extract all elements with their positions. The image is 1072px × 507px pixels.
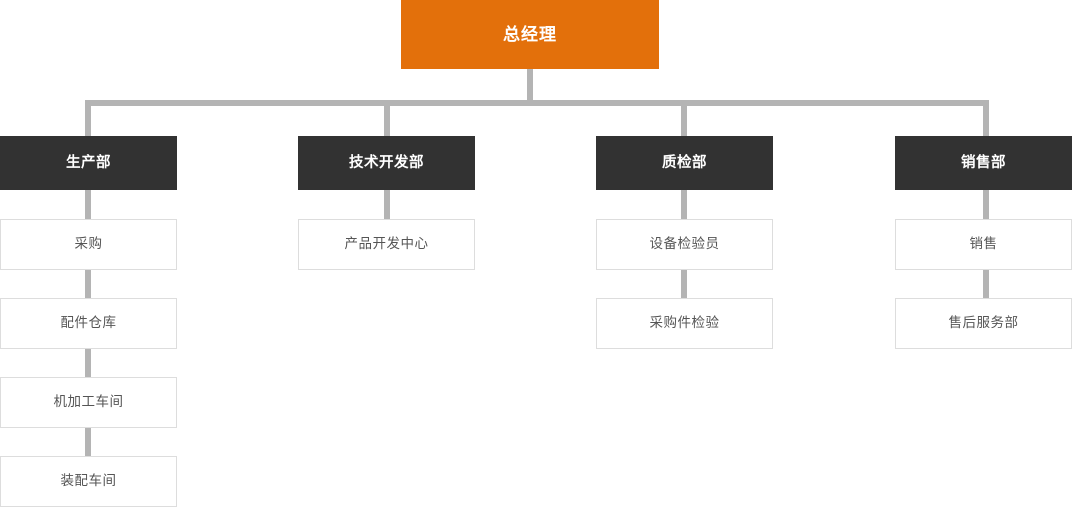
node-root-general-manager[interactable]: 总经理 xyxy=(401,0,659,69)
node-sub-purchased-parts-inspection[interactable]: 采购件检验 xyxy=(596,298,773,349)
node-sub-parts-warehouse-label: 配件仓库 xyxy=(60,315,117,331)
connector-col1-link-0 xyxy=(384,190,390,219)
connector-drop-col-2 xyxy=(681,100,687,138)
node-sub-equipment-inspector[interactable]: 设备检验员 xyxy=(596,219,773,270)
node-dept-quality-inspection-label: 质检部 xyxy=(662,154,707,171)
node-sub-parts-warehouse[interactable]: 配件仓库 xyxy=(0,298,177,349)
node-sub-product-development-center-label: 产品开发中心 xyxy=(344,236,429,252)
node-sub-sales[interactable]: 销售 xyxy=(895,219,1072,270)
connector-root-stem xyxy=(527,69,533,103)
connector-col3-link-1 xyxy=(983,270,989,298)
node-sub-procurement[interactable]: 采购 xyxy=(0,219,177,270)
connector-col0-link-2 xyxy=(85,349,91,377)
node-sub-procurement-label: 采购 xyxy=(74,236,103,252)
node-sub-purchased-parts-inspection-label: 采购件检验 xyxy=(649,315,720,331)
node-dept-production[interactable]: 生产部 xyxy=(0,136,177,190)
connector-col2-link-0 xyxy=(681,190,687,219)
connector-col0-link-3 xyxy=(85,428,91,456)
connector-col3-link-0 xyxy=(983,190,989,219)
node-sub-product-development-center[interactable]: 产品开发中心 xyxy=(298,219,475,270)
node-sub-assembly-workshop[interactable]: 装配车间 xyxy=(0,456,177,507)
node-sub-assembly-workshop-label: 装配车间 xyxy=(60,473,117,489)
connector-drop-col-1 xyxy=(384,100,390,138)
connector-col0-link-1 xyxy=(85,270,91,298)
node-sub-machining-workshop[interactable]: 机加工车间 xyxy=(0,377,177,428)
node-root-label: 总经理 xyxy=(503,24,557,44)
node-dept-technical-development-label: 技术开发部 xyxy=(349,154,424,171)
node-dept-production-label: 生产部 xyxy=(66,154,111,171)
node-sub-machining-workshop-label: 机加工车间 xyxy=(53,394,124,410)
connector-col2-link-1 xyxy=(681,270,687,298)
node-dept-technical-development[interactable]: 技术开发部 xyxy=(298,136,475,190)
node-dept-quality-inspection[interactable]: 质检部 xyxy=(596,136,773,190)
connector-drop-col-3 xyxy=(983,100,989,138)
node-sub-after-sales-service-label: 售后服务部 xyxy=(948,315,1019,331)
connector-horizontal-bus xyxy=(85,100,989,106)
node-dept-sales-label: 销售部 xyxy=(961,154,1006,171)
node-sub-sales-label: 销售 xyxy=(969,236,998,252)
connector-drop-col-0 xyxy=(85,100,91,138)
node-dept-sales[interactable]: 销售部 xyxy=(895,136,1072,190)
node-sub-after-sales-service[interactable]: 售后服务部 xyxy=(895,298,1072,349)
connector-col0-link-0 xyxy=(85,190,91,219)
node-sub-equipment-inspector-label: 设备检验员 xyxy=(649,236,720,252)
